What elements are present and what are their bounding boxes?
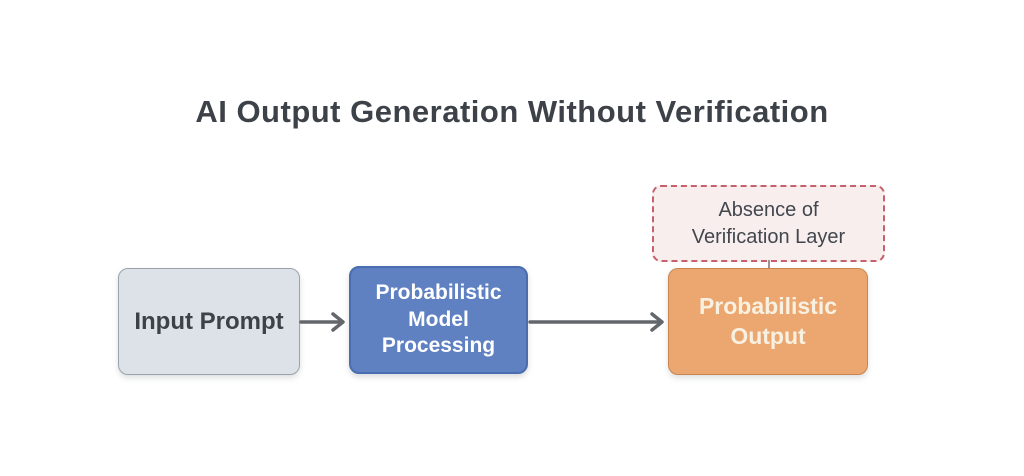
node-input-prompt: Input Prompt (118, 268, 300, 375)
node-absence-label-line2: Verification Layer (691, 225, 846, 248)
node-input-prompt-label: Input Prompt (134, 307, 284, 335)
arrow-model-to-output (528, 312, 664, 332)
arrow-input-to-model (299, 312, 345, 332)
node-probabilistic-model-processing: Probabilistic Model Processing (349, 266, 528, 374)
node-output-label-line2: Output (730, 322, 806, 349)
node-output-label-line1: Probabilistic (698, 292, 838, 319)
node-absence-label-line1: Absence of (718, 198, 819, 221)
connector-absence-to-output (768, 260, 770, 269)
diagram-title: AI Output Generation Without Verificatio… (195, 94, 829, 129)
node-absence-of-verification-layer: Absence of Verification Layer (652, 185, 885, 262)
node-model-label-line3: Processing (381, 334, 496, 358)
node-model-label-line2: Model (408, 307, 469, 331)
node-probabilistic-output: Probabilistic Output (668, 268, 868, 375)
node-model-label-line1: Probabilistic (375, 280, 502, 304)
arrowhead-icon (650, 312, 664, 332)
arrowhead-icon (331, 312, 345, 332)
